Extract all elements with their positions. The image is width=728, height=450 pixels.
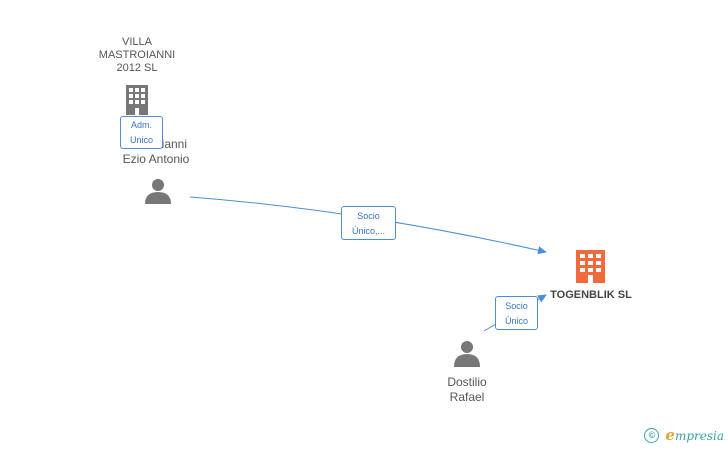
footer-brand[interactable]: © empresia [644,426,724,444]
edge-badge-line: Socio [505,301,528,311]
building-icon-villa[interactable] [126,85,148,115]
node-label-dostilio[interactable]: Dostilio Rafael [427,375,507,405]
brand-logo: empresia [665,426,724,444]
node-label-line: Ezio Antonio [122,152,190,166]
node-label-line: MASTROIANNI [98,49,176,61]
brand-name: mpresia [674,429,724,443]
node-label-line: Rafael [449,390,485,404]
node-label-togenblik[interactable]: TOGENBLIK SL [536,289,646,302]
node-label-line: Dostilio [447,375,487,389]
edge-badge-line: Unico [129,135,153,145]
copyright-icon: © [644,427,660,443]
edge-badge-socio-unico-dostilio[interactable]: Socio Único [495,296,538,330]
edge-badge-adm-unico[interactable]: Adm. Unico [120,116,163,149]
node-label-line: VILLA [122,36,152,48]
edge-badge-line: Adm. [130,120,152,130]
person-icon-ezio[interactable] [145,179,171,204]
person-icon-dostilio[interactable] [454,341,480,367]
brand-initial: e [665,426,675,444]
node-label-villa[interactable]: VILLA MASTROIANNI 2012 SL [82,36,192,75]
edge-badge-line: Único [504,316,528,326]
edge-badge-line: Único,... [351,226,385,236]
edge-badge-line: Socio [357,211,380,221]
building-icon-togenblik[interactable] [576,250,605,283]
node-label-text: TOGENBLIK SL [550,289,632,301]
edge-badge-socio-unico-ezio[interactable]: Socio Único,... [341,206,396,240]
node-label-line: 2012 SL [116,62,158,74]
